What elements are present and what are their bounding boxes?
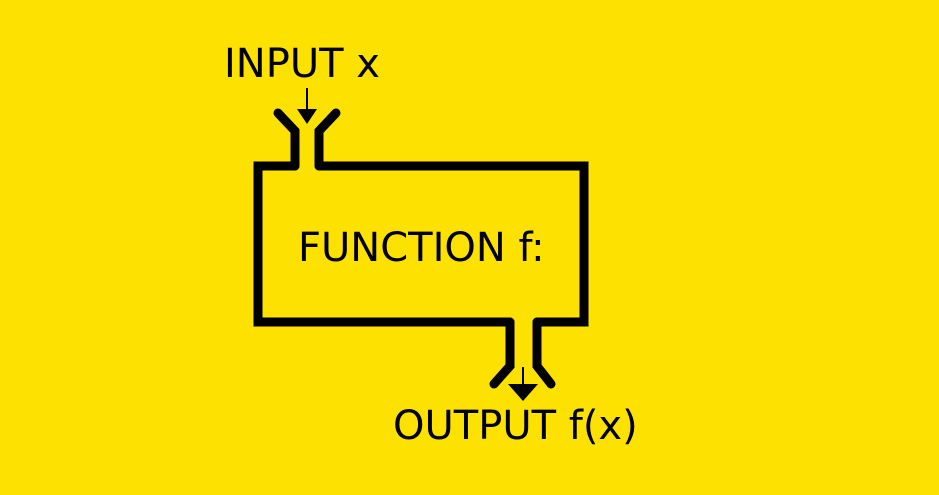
output-funnel-right <box>532 317 556 389</box>
input-label: INPUT x <box>224 41 380 87</box>
input-funnel-left <box>273 108 300 171</box>
output-label: OUTPUT f(x) <box>393 403 638 449</box>
input-arrow-head <box>297 109 317 124</box>
function-label: FUNCTION f: <box>298 225 545 271</box>
output-funnel-left <box>489 317 515 389</box>
input-funnel-right <box>314 108 341 171</box>
function-box-outline <box>253 161 589 327</box>
output-arrow-head <box>508 384 538 401</box>
